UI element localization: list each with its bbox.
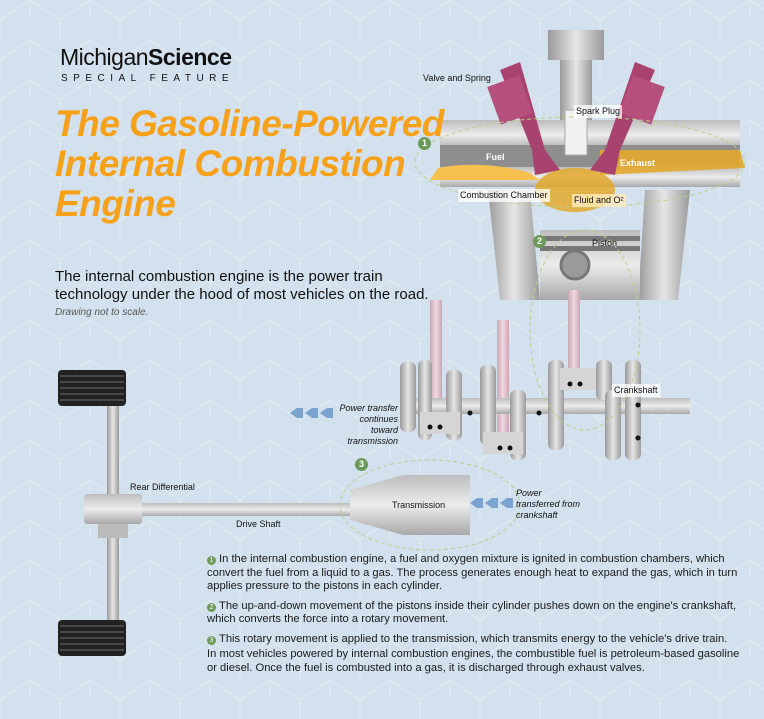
paragraph-text: In the internal combustion engine, a fue… — [207, 553, 738, 592]
label-transmission: Transmission — [392, 500, 446, 510]
intake-valve — [487, 62, 560, 175]
step-3-marker: 3 — [355, 458, 368, 471]
label-valve-spring: Valve and Spring — [423, 73, 491, 83]
step-1-marker: 1 — [418, 137, 431, 150]
brand-tagline: SPECIAL FEATURE — [61, 73, 235, 84]
label-fluid-o2: Fluid and O² — [572, 194, 626, 207]
brand-logo: MichiganScience — [60, 44, 232, 70]
power-arrows-right — [470, 498, 513, 508]
step-bullet: 3 — [207, 635, 216, 645]
paragraph-text: This rotary movement is applied to the t… — [219, 632, 728, 645]
cylinder-head — [430, 109, 745, 212]
subtitle: The internal combustion engine is the po… — [55, 268, 429, 303]
label-piston: Piston — [592, 238, 618, 248]
drive-shaft — [130, 503, 390, 516]
label-crankshaft: Crankshaft — [612, 384, 660, 397]
brand-bold: Science — [148, 44, 232, 70]
label-spark-plug: Spark Plug — [574, 105, 623, 118]
label-rear-differential: Rear Differential — [130, 482, 195, 492]
label-power-transfer-continues: Power transfer continues toward transmis… — [339, 403, 398, 446]
step-bullet: 2 — [207, 602, 216, 612]
scale-note: Drawing not to scale. — [55, 307, 149, 318]
label-drive-shaft: Drive Shaft — [236, 519, 281, 529]
transmission-body — [350, 475, 470, 535]
step-2-marker: 2 — [533, 235, 546, 248]
engine-block — [488, 190, 690, 300]
brand-regular: Michigan — [60, 44, 149, 70]
step-bullet: 1 — [207, 556, 216, 565]
paragraph-text: The up-and-down movement of the pistons … — [207, 599, 737, 626]
paragraph-fuel-note: In most vehicles powered by internal com… — [207, 648, 747, 675]
drivetrain — [58, 370, 470, 656]
label-combustion-chamber: Combustion Chamber — [458, 189, 550, 202]
power-arrows-left — [290, 408, 333, 418]
intro-block: The internal combustion engine is the po… — [55, 268, 455, 319]
rear-differential — [84, 494, 142, 524]
piston-pin — [559, 249, 591, 281]
label-fuel: Fuel — [486, 152, 505, 162]
paragraph-text: In most vehicles powered by internal com… — [207, 648, 740, 674]
page-title: The Gasoline-Powered Internal Combustion… — [55, 103, 444, 224]
label-power-transferred: Power transferred from crankshaft — [516, 488, 581, 520]
exhaust-valve — [590, 62, 665, 175]
label-exhaust: Exhaust — [620, 158, 656, 168]
